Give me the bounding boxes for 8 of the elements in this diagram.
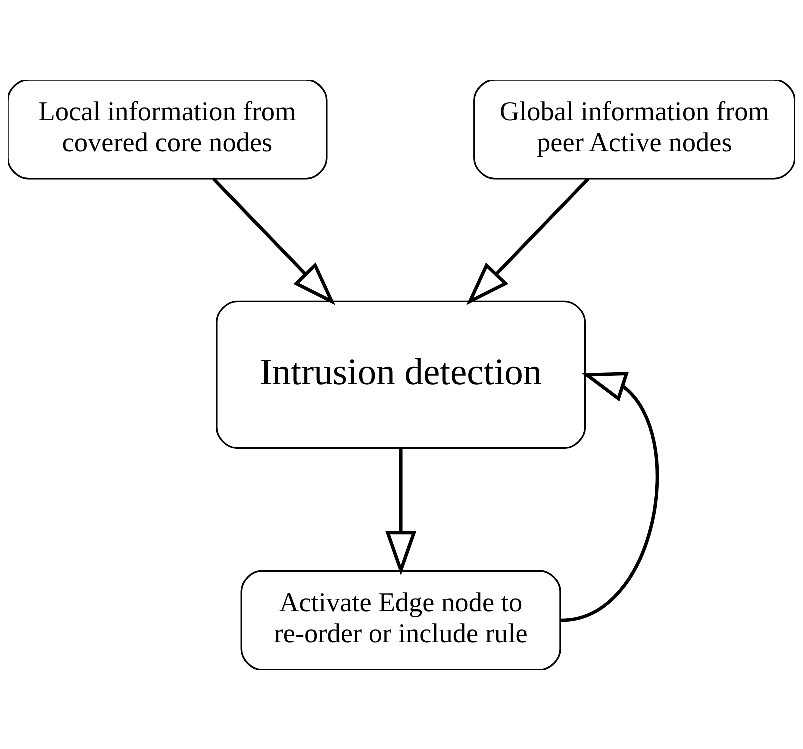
node-box: Activate Edge node to re-order or include rule bbox=[240, 570, 562, 670]
node-box: Global information from peer Active nodes bbox=[474, 80, 795, 180]
arrow bbox=[466, 177, 590, 305]
arrow bbox=[561, 372, 660, 622]
arrow bbox=[212, 177, 336, 305]
node-box: Local information from covered core nodes bbox=[8, 80, 328, 180]
arrow bbox=[386, 448, 417, 576]
node-box: Intrusion detection bbox=[216, 300, 586, 449]
